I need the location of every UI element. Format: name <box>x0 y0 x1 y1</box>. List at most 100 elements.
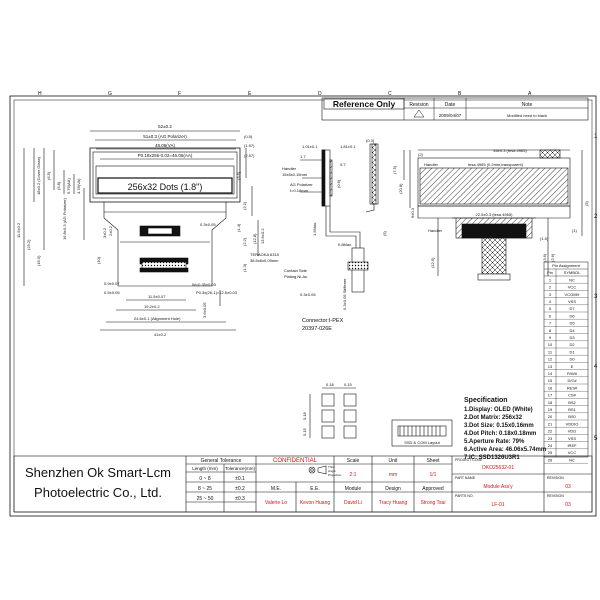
dim-r-136: 13.6±0.2 <box>260 228 265 244</box>
dim-r-14: (1.4) <box>236 223 241 232</box>
connector-label: Connector:I-PEX <box>302 318 344 324</box>
frame-number-3: 3 <box>594 294 598 300</box>
pin-symbol: D3 <box>569 335 575 340</box>
dim-15-top: (1.5) <box>540 236 549 241</box>
handler-top-label: Handler <box>424 162 439 167</box>
tape-note: TERAOKA 6315 <box>250 252 280 257</box>
part-name-label: PART NAME <box>455 476 476 480</box>
pin-symbol: D2 <box>569 342 575 347</box>
dim-36-top: (3.6) <box>542 253 547 262</box>
dim-1-top: (1) <box>572 228 578 233</box>
pin-symbol: D4 <box>569 328 575 333</box>
role-design: Design <box>385 486 401 492</box>
dim-09: 0.9±0.07 <box>104 281 120 286</box>
dim-101: 1.01±0.1 <box>302 144 318 149</box>
dim-left-65: (6.5) <box>46 171 51 180</box>
role-me: M.E. <box>271 486 281 492</box>
frame-letter-d: D <box>318 91 322 97</box>
dim-r-22b: (2.2) <box>242 237 247 246</box>
confidential-label: CONFIDENTIAL <box>273 458 318 464</box>
projection-line1: Third <box>328 465 335 469</box>
pin-table-title: Pin Assignment <box>552 263 580 268</box>
revision-note: Modified need to black <box>507 113 547 118</box>
pin-symbol: D7 <box>569 306 575 311</box>
handler-size: 15x5x0.15mm <box>282 172 308 177</box>
pixel-dim-018a: 0.18 <box>326 382 335 387</box>
dim-3: 3±0.2 <box>102 227 107 238</box>
tolerance-row1-value: ±0.1 <box>235 476 245 482</box>
note-header: Note <box>522 102 533 108</box>
pixel-dim-015b: 0.15 <box>302 427 307 436</box>
pin-number: 18 <box>548 400 553 405</box>
frame-letter-g: G <box>108 91 112 97</box>
pin-number: 16 <box>548 385 553 390</box>
sheet-header: Sheet <box>426 458 440 464</box>
dim-r-22a: (2.2) <box>242 201 247 210</box>
sheet-value: 1/1 <box>430 472 437 478</box>
revision-header: Revision <box>409 102 428 108</box>
dim-pin-pitch: P0.3x(26-1)=12.5±0.03 <box>196 290 238 295</box>
pin-number: 1 <box>549 277 552 282</box>
frame-letter-a: A <box>528 91 532 97</box>
pin-symbol: VCOMH <box>565 292 580 297</box>
dim-225-tesa: 22.5±0.3 (tesa 4965) <box>476 212 514 217</box>
pin-number: 12 <box>548 357 553 362</box>
dim-left-cover-glass: 18±0.2 (Cover Glass) <box>36 156 41 195</box>
scale-value: 2:1 <box>350 472 357 478</box>
dim-r-13: (1.3) <box>242 263 247 272</box>
pin-symbol: D5 <box>569 321 575 326</box>
revision-value-2: 03 <box>565 502 571 508</box>
dim-pin-width: W=0.35±0.03 <box>192 282 217 287</box>
pin-number: 22 <box>548 429 553 434</box>
dim-08-max: 0.8Max. <box>338 242 352 247</box>
connector-part-number: 20397-026E <box>302 326 332 332</box>
title-block-text: Shenzhen Ok Smart-Lcm Photoelectric Co.,… <box>25 458 571 508</box>
pin-symbol: D1 <box>569 349 575 354</box>
name-approved: Strong Tsai <box>421 500 446 506</box>
pixel-dim-015a: 0.15 <box>344 382 353 387</box>
projection-line3: Projection <box>328 473 342 477</box>
dim-26-top: (2.6) <box>550 253 555 262</box>
frame-number-1: 1 <box>594 134 598 140</box>
front-view-labels: 256x32 Dots (1.8") 52±0.2 51±0.3 (AG Pol… <box>16 124 280 337</box>
specification-title: Specification <box>464 397 508 404</box>
dim-05: (0.5) <box>244 134 253 139</box>
pin-symbol: NC <box>569 277 575 282</box>
pin-number: 8 <box>549 328 552 333</box>
dim-left-576: 5.76(AA) <box>66 178 71 194</box>
pin-symbol: VCC <box>568 285 577 290</box>
pin-symbol: IREF <box>567 443 577 448</box>
dim-06: (0.6) <box>336 179 341 188</box>
frame-number-2: 2 <box>594 214 598 220</box>
dim-05: 0.5±0.05 <box>104 290 120 295</box>
pin-table-header-symbol: SYMBOL <box>564 270 581 275</box>
pin-number: 10 <box>548 342 553 347</box>
dim-2: 2±0.2 <box>108 225 113 236</box>
pin-number: 24 <box>548 443 553 448</box>
dim-181: 1.81±0.1 <box>340 144 356 149</box>
pin-symbol: D6 <box>569 313 575 318</box>
project-code-value: OKO25632-01 <box>482 465 514 471</box>
title-block <box>13 455 593 513</box>
spec-ic: 7.IC: SSD1326U3R1 <box>464 455 520 461</box>
dim-36: 3.6±0.05 <box>202 302 207 318</box>
projection-line2: Angle <box>328 469 336 473</box>
handler-bottom-label: Handler <box>428 228 443 233</box>
tolerance-row3-value: ±0.3 <box>235 496 245 502</box>
ag-polarizer-label: AG Polarizer <box>290 182 313 187</box>
part-name-value: Module Ass'y <box>483 484 513 490</box>
dim-viewing-area: 48.06(VA) <box>155 143 175 148</box>
company-name-line1: Shenzhen Ok Smart-Lcm <box>25 465 171 480</box>
frame-letter-f: F <box>178 91 181 97</box>
dim-192: 19.2±0.2 <box>144 304 160 309</box>
unit-header: Unit <box>389 458 399 464</box>
dim-297: (2.97) <box>244 153 255 158</box>
dim-alignment-hole: 24.6±0.1 (Alignment Hole) <box>134 316 181 321</box>
pin-symbol: VCC <box>568 450 577 455</box>
spec-aperture-rate: 5.Aperture Rate: 79% <box>464 439 525 445</box>
name-design: Tracy Huang <box>379 500 408 506</box>
spec-active-area: 6.Active Area: 46.06x5.74mm <box>464 447 546 453</box>
tolerance-row2-range: 8 ~ 25 <box>198 486 212 492</box>
